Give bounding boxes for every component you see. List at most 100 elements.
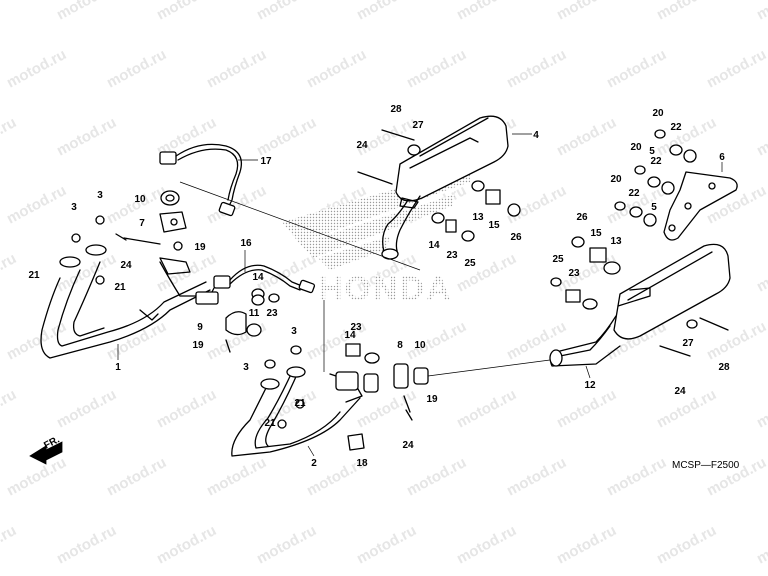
callout-3: 3 xyxy=(291,326,297,337)
watermark-text: motod.ru xyxy=(704,46,768,92)
watermark-text: motod.ru xyxy=(554,522,619,568)
watermark-text: motod.ru xyxy=(654,386,719,432)
watermark-text: motod.ru xyxy=(254,114,319,160)
watermark-text: motod.ru xyxy=(0,386,19,432)
callout-23: 23 xyxy=(446,250,458,261)
callout-19: 19 xyxy=(194,242,206,253)
o2-sensor-16 xyxy=(213,264,316,294)
watermark-text: motod.ru xyxy=(354,522,419,568)
callout-5: 5 xyxy=(649,146,655,157)
callout-16: 16 xyxy=(240,238,252,249)
nut-14-center xyxy=(251,288,265,306)
callout-19: 19 xyxy=(426,394,438,405)
watermark-text: motod.ru xyxy=(154,522,219,568)
callout-28: 28 xyxy=(718,362,730,373)
watermark-text: motod.ru xyxy=(4,46,69,92)
callout-1: 1 xyxy=(115,362,121,373)
pipe-2-hardware xyxy=(264,345,413,429)
watermark-text: motod.ru xyxy=(204,182,269,228)
bracket-hardware xyxy=(614,129,697,227)
watermark-text: motod.ru xyxy=(354,0,419,24)
watermark-text: motod.ru xyxy=(654,0,719,24)
callout-8: 8 xyxy=(397,340,403,351)
callout-9: 9 xyxy=(197,322,203,333)
callout-23: 23 xyxy=(266,308,278,319)
callout-3: 3 xyxy=(71,202,77,213)
muffler-4-hardware xyxy=(357,129,521,242)
callout-13: 13 xyxy=(610,236,622,247)
watermark-text: motod.ru xyxy=(454,522,519,568)
watermark-text: motod.ru xyxy=(754,0,768,24)
muffler-4 xyxy=(381,115,509,260)
watermark-text: motod.ru xyxy=(604,46,669,92)
watermark-text: motod.ru xyxy=(104,454,169,500)
muffler-12-hardware xyxy=(550,236,729,357)
diagram-code: MCSP—F2500 xyxy=(672,460,740,471)
callout-26: 26 xyxy=(576,212,588,223)
callout-22: 22 xyxy=(650,156,662,167)
callout-6: 6 xyxy=(719,152,725,163)
callout-19: 19 xyxy=(192,340,204,351)
watermark-text: motod.ru xyxy=(0,114,19,160)
callout-22: 22 xyxy=(628,188,640,199)
bracket-6 xyxy=(663,171,738,241)
watermark-text: motod.ru xyxy=(4,182,69,228)
gasket-10-right xyxy=(413,367,429,385)
callout-14: 14 xyxy=(344,330,356,341)
watermark-text: motod.ru xyxy=(304,46,369,92)
watermark-text: motod.ru xyxy=(504,454,569,500)
callout-17: 17 xyxy=(260,156,272,167)
callout-2: 2 xyxy=(311,458,317,469)
callout-13: 13 xyxy=(472,212,484,223)
callout-21: 21 xyxy=(294,398,306,409)
callout-24: 24 xyxy=(402,440,414,451)
o2-sensor-17 xyxy=(159,143,243,217)
callout-11: 11 xyxy=(249,308,260,319)
callout-25: 25 xyxy=(552,254,564,265)
callout-18: 18 xyxy=(356,458,368,469)
callout-24: 24 xyxy=(120,260,132,271)
watermark-text: motod.ru xyxy=(254,0,319,24)
watermark-text: motod.ru xyxy=(104,46,169,92)
watermark-text: motod.ru xyxy=(454,0,519,24)
callout-4: 4 xyxy=(533,130,539,141)
watermark-text: motod.ru xyxy=(504,46,569,92)
watermark-text: motod.ru xyxy=(0,250,19,296)
exhaust-pipe-2 xyxy=(231,366,379,457)
watermark-text: motod.ru xyxy=(54,114,119,160)
watermark-text: motod.ru xyxy=(554,386,619,432)
boot-9 xyxy=(225,311,247,336)
washer-11 xyxy=(246,323,262,337)
callout-15: 15 xyxy=(590,228,602,239)
watermark-text: motod.ru xyxy=(754,522,768,568)
callout-27: 27 xyxy=(412,120,424,131)
watermark-text: motod.ru xyxy=(554,0,619,24)
callout-24: 24 xyxy=(674,386,686,397)
callout-10: 10 xyxy=(134,194,146,205)
callout-24: 24 xyxy=(356,140,368,151)
callout-7: 7 xyxy=(139,218,145,229)
callout-26: 26 xyxy=(510,232,522,243)
callout-14: 14 xyxy=(252,272,264,283)
pipe-1-hardware xyxy=(71,215,231,353)
watermark-text: motod.ru xyxy=(404,454,469,500)
watermark-text: motod.ru xyxy=(0,0,19,24)
callout-21: 21 xyxy=(114,282,126,293)
clamp-8 xyxy=(393,363,409,389)
exhaust-pipe-1 xyxy=(40,244,219,359)
callout-labels: 1233334556789101011121313141414151516171… xyxy=(28,104,730,469)
callout-21: 21 xyxy=(28,270,40,281)
watermark-text: motod.ru xyxy=(54,522,119,568)
watermark-text: motod.ru xyxy=(204,454,269,500)
callout-28: 28 xyxy=(390,104,402,115)
watermark-text: motod.ru xyxy=(754,250,768,296)
callout-20: 20 xyxy=(610,174,622,185)
muffler-12 xyxy=(549,243,731,367)
callout-20: 20 xyxy=(652,108,664,119)
watermark-text: motod.ru xyxy=(404,46,469,92)
callout-10: 10 xyxy=(414,340,426,351)
watermark-text: motod.ru xyxy=(54,0,119,24)
watermark-text: motod.ru xyxy=(204,46,269,92)
front-direction-arrow: FR. xyxy=(29,434,63,465)
